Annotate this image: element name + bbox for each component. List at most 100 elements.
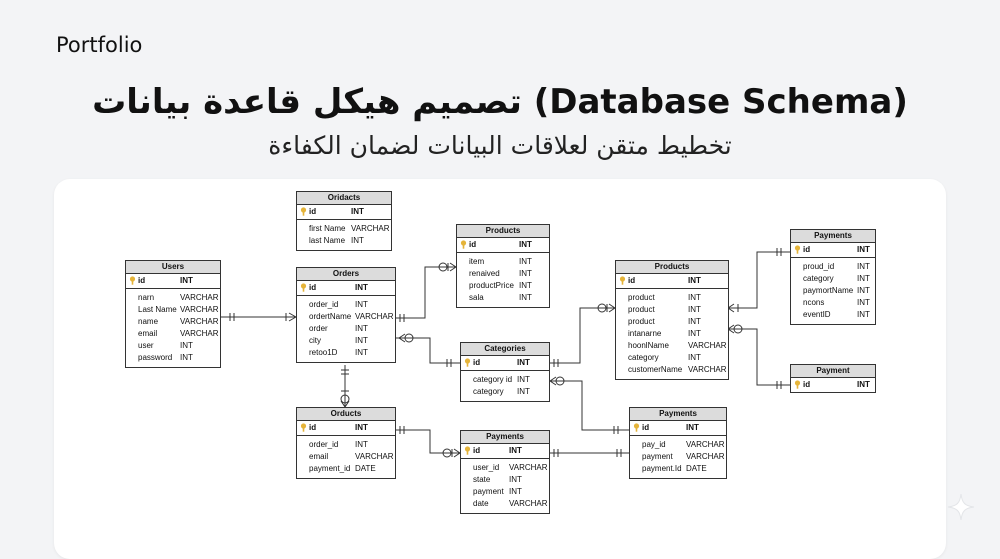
column-name: payment — [642, 452, 673, 461]
column-name: productPrice — [469, 281, 514, 290]
key-icon — [300, 207, 307, 216]
column-name: pay_id — [642, 440, 666, 449]
primary-key-row: id INT — [126, 274, 220, 289]
column-type: INT — [355, 440, 368, 449]
column-type: VARCHAR — [180, 305, 219, 314]
column-type: INT — [857, 380, 870, 389]
column-type: VARCHAR — [180, 293, 219, 302]
column-name: id — [473, 358, 481, 367]
column-name: product — [628, 317, 655, 326]
column-name: id — [138, 276, 146, 285]
link-categories-payments-right — [549, 376, 629, 434]
column-type: INT — [355, 423, 368, 432]
page-subtitle: تخطيط متقن لعلاقات البيانات لضمان الكفاء… — [268, 131, 732, 160]
column-name: user — [138, 341, 154, 350]
column-type: INT — [180, 276, 193, 285]
column-name: id — [309, 283, 317, 292]
column-name: category — [473, 387, 504, 396]
column-name: date — [473, 499, 489, 508]
column-type: DATE — [686, 464, 707, 473]
primary-key-row: id INT — [630, 421, 726, 436]
column-name: retoo1D — [309, 348, 338, 357]
column-type: INT — [355, 300, 368, 309]
table-title: Oridacts — [297, 192, 391, 205]
table-title: Payments — [630, 408, 726, 421]
key-icon — [300, 423, 307, 432]
link-users-orders — [220, 312, 297, 322]
column-type: INT — [688, 329, 701, 338]
column-type: INT — [509, 475, 522, 484]
link-orders-orducts — [340, 365, 350, 408]
column-name: order_id — [309, 440, 339, 449]
table-title: Payments — [461, 431, 549, 444]
column-name: city — [309, 336, 321, 345]
column-name: order — [309, 324, 328, 333]
primary-key-row: id INT — [616, 274, 728, 289]
key-icon — [460, 240, 467, 249]
column-name: item — [469, 257, 485, 266]
column-type: INT — [686, 423, 699, 432]
table-title: Orders — [297, 268, 395, 281]
link-orders-products — [395, 262, 457, 322]
column-type: VARCHAR — [355, 452, 394, 461]
portfolio-brand: Portfolio — [56, 33, 143, 57]
column-type: INT — [857, 310, 870, 319]
column-name: product — [628, 305, 655, 314]
column-row: renaived INT — [457, 268, 549, 280]
column-row: state INT — [461, 474, 549, 486]
column-name: payment.Id — [642, 464, 682, 473]
table-title: Payment — [791, 365, 875, 378]
column-type: INT — [517, 358, 530, 367]
column-type: INT — [519, 269, 532, 278]
column-type: INT — [351, 207, 364, 216]
relationship-lines — [220, 248, 790, 458]
column-name: renaived — [469, 269, 500, 278]
table-title: Payments — [791, 230, 875, 243]
link-categories-products — [549, 303, 616, 367]
link-products-payments — [727, 248, 790, 313]
column-row: order_id INT — [297, 439, 395, 451]
column-type: INT — [509, 487, 522, 496]
column-type: INT — [857, 274, 870, 283]
column-name: id — [473, 446, 481, 455]
column-name: eventID — [803, 310, 831, 319]
column-type: INT — [519, 293, 532, 302]
key-icon — [794, 380, 801, 389]
primary-key-row: id INT — [791, 378, 875, 392]
primary-key-row: id INT — [461, 444, 549, 459]
column-row: category INT — [791, 273, 875, 285]
column-type: INT — [857, 298, 870, 307]
column-name: payment_id — [309, 464, 351, 473]
column-type: INT — [180, 353, 193, 362]
link-orducts-payments — [395, 426, 461, 458]
column-name: id — [309, 207, 317, 216]
column-name: ordertName — [309, 312, 352, 321]
primary-key-row: id INT — [791, 243, 875, 258]
column-type: INT — [519, 281, 532, 290]
column-name: category — [803, 274, 834, 283]
column-name: state — [473, 475, 491, 484]
column-name: first Name — [309, 224, 346, 233]
key-icon — [464, 358, 471, 367]
table-title: Users — [126, 261, 220, 274]
column-type: INT — [517, 375, 530, 384]
